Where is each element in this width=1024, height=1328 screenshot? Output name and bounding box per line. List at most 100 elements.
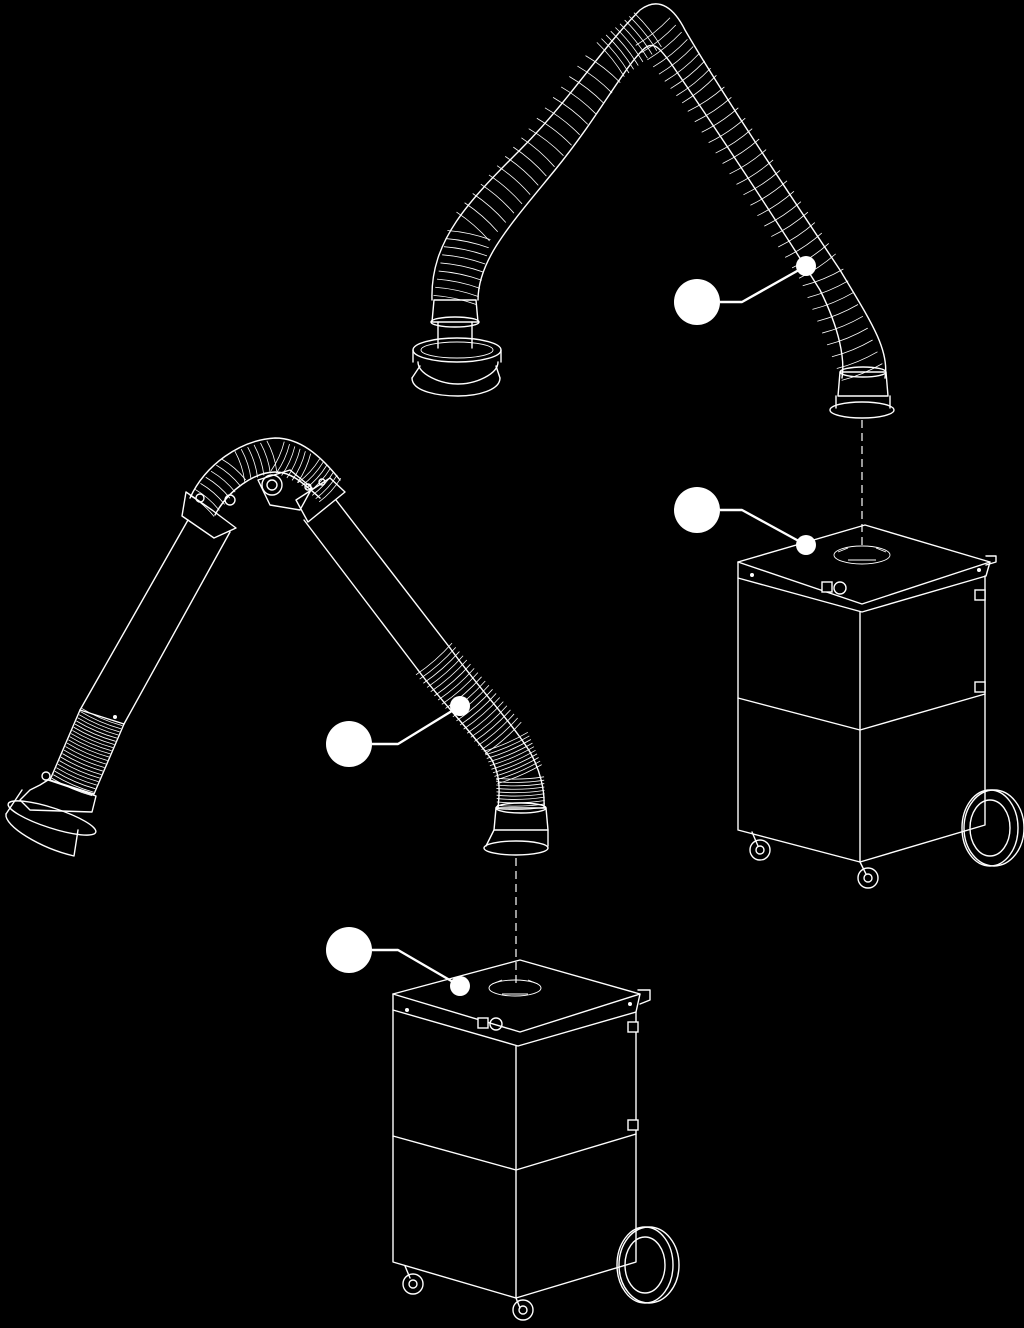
rib-line	[817, 304, 859, 322]
rib-line	[496, 793, 545, 797]
rib-line	[297, 453, 312, 483]
rib-line	[472, 193, 507, 223]
filter-unit-left	[392, 959, 680, 1321]
rib-line	[459, 693, 497, 726]
rib-line	[68, 739, 110, 758]
rib-line	[585, 55, 621, 83]
rib-line	[687, 86, 725, 112]
rib-line	[240, 448, 252, 480]
rib-line	[78, 714, 120, 733]
rib-line	[234, 451, 246, 482]
callout-badge	[674, 487, 720, 533]
callout-badge	[326, 927, 372, 973]
flexible-hose-assembly	[411, 3, 895, 419]
rib-line	[836, 351, 878, 369]
rib-line	[491, 749, 536, 770]
rib-line	[610, 30, 639, 66]
rib-line	[435, 286, 479, 297]
rib-line	[729, 149, 767, 175]
rib-line	[315, 474, 338, 499]
rib-line	[807, 280, 849, 298]
rib-line	[286, 448, 301, 479]
rib-line	[652, 39, 688, 68]
rib-line	[194, 489, 220, 511]
rib-line	[76, 720, 118, 739]
rib-line	[65, 746, 107, 765]
rib-line	[715, 128, 753, 154]
rib-line	[72, 730, 114, 748]
rib-line	[200, 483, 225, 505]
rib-line	[743, 170, 781, 196]
rib-line	[536, 117, 572, 146]
rib-line	[488, 174, 523, 205]
rib-line	[436, 278, 481, 289]
callout-filter-left	[326, 927, 470, 996]
rib-line	[59, 760, 100, 779]
rib-line	[463, 697, 501, 730]
rib-line	[63, 749, 105, 768]
rib-line	[489, 746, 535, 766]
callout-badge	[674, 279, 720, 325]
rib-line	[841, 363, 883, 381]
rib-line	[80, 711, 122, 730]
rib-line	[485, 735, 530, 756]
caster-front-right	[749, 831, 771, 861]
rib-line	[437, 668, 475, 701]
rib-line	[826, 327, 868, 346]
rib-line	[297, 458, 320, 483]
rib-line	[189, 495, 215, 517]
rib-line	[494, 757, 539, 777]
rib-line	[577, 65, 613, 94]
caster-front-left	[402, 1265, 424, 1295]
rib-line	[496, 783, 545, 787]
rib-line	[216, 464, 241, 487]
rib-line	[694, 97, 732, 123]
rib-line	[670, 60, 706, 89]
rib-line	[596, 42, 625, 77]
rib-line	[633, 12, 662, 48]
rib-line	[486, 739, 532, 759]
callout-badge	[326, 721, 372, 767]
rib-line	[205, 476, 231, 499]
callout-arm-left	[326, 696, 470, 767]
rib-line	[56, 767, 97, 786]
rib-line	[423, 651, 460, 684]
rib-line	[504, 156, 539, 186]
rib-line	[430, 659, 468, 692]
rib-line	[496, 165, 531, 195]
rib-line	[605, 34, 634, 70]
rib-line	[481, 717, 518, 750]
rib-line	[764, 201, 802, 227]
rib-line	[480, 183, 515, 214]
rib-line	[701, 107, 739, 133]
rib-line	[624, 19, 653, 55]
rib-line	[456, 211, 490, 242]
arm-top-ribs	[189, 440, 342, 517]
rib-line	[484, 721, 522, 755]
rib-line	[456, 689, 493, 722]
rib-line	[440, 262, 484, 273]
rib-line	[488, 742, 533, 763]
rib-line	[569, 76, 605, 104]
rib-line	[304, 465, 328, 490]
rib-line	[544, 107, 580, 136]
callout-hose-right	[674, 256, 816, 325]
hose-ribs	[433, 12, 883, 381]
rib-line	[441, 672, 479, 705]
rib-line	[757, 190, 795, 217]
rib-line	[619, 23, 648, 59]
rib-line	[54, 770, 96, 790]
rib-line	[635, 17, 671, 46]
rib-line	[521, 137, 555, 168]
rib-line	[831, 339, 873, 358]
rib-line	[419, 647, 457, 680]
rib-line	[664, 53, 700, 82]
rib-line	[496, 776, 545, 780]
arm-right-ribs	[415, 642, 546, 810]
filter-unit-right	[737, 524, 1024, 889]
rib-line	[477, 713, 515, 746]
rib-line	[301, 461, 324, 487]
rib-line	[210, 470, 236, 493]
rib-line	[474, 709, 511, 742]
rib-line	[247, 446, 258, 478]
